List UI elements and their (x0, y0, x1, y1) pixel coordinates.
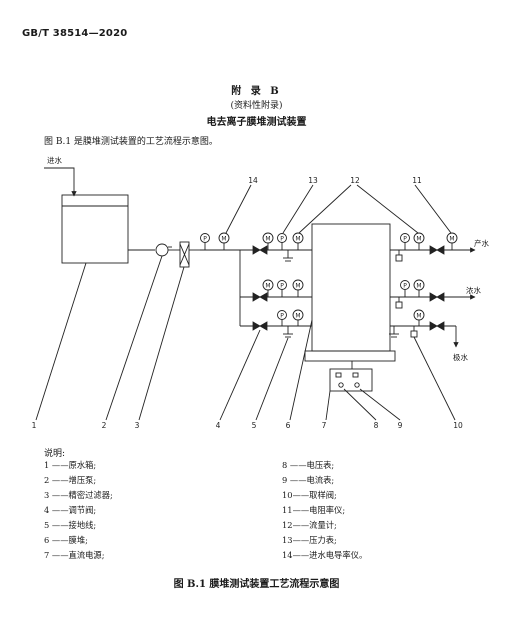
figure-caption: 图 B.1 膜堆测试装置工艺流程示意图 (173, 579, 340, 590)
callout-11: 11 (412, 176, 422, 185)
callout-8: 8 (374, 421, 379, 430)
legend-item: 6 ——膜堆; (44, 535, 88, 545)
booster-pump (155, 243, 169, 257)
legend-item: 12——流量计; (282, 520, 337, 530)
intro-text: 图 B.1 是膜堆测试装置的工艺流程示意图。 (44, 137, 218, 147)
dc-power-supply (329, 368, 373, 392)
legend-item: 1 ——原水箱; (44, 460, 97, 470)
appendix-name: 电去离子膜堆测试装置 (206, 117, 307, 128)
svg-text:M: M (221, 236, 226, 243)
legend-item: 8 ——电压表; (282, 460, 335, 470)
drain-label: 极水 (453, 352, 468, 362)
svg-text:M: M (265, 283, 270, 290)
inflow-label: 进水 (47, 155, 62, 165)
membrane-stack (311, 223, 391, 352)
svg-text:P: P (403, 283, 407, 290)
concentrate-label: 浓水 (466, 285, 481, 295)
standard-number: GB/T 38514—2020 (22, 28, 128, 39)
callout-13: 13 (308, 176, 318, 185)
callout-10: 10 (453, 421, 463, 430)
raw-water-tank (61, 194, 129, 264)
legend-item: 3 ——精密过滤器; (44, 490, 113, 500)
legend-item: 14——进水电导率仪。 (282, 550, 368, 560)
svg-text:M: M (295, 313, 300, 320)
callout-5: 5 (252, 421, 257, 430)
callout-4: 4 (216, 421, 221, 430)
callout-7: 7 (322, 421, 327, 430)
svg-text:P: P (403, 236, 407, 243)
svg-text:M: M (416, 313, 421, 320)
svg-text:M: M (265, 236, 270, 243)
callout-1: 1 (32, 421, 37, 430)
svg-text:M: M (449, 236, 454, 243)
product-label: 产水 (474, 238, 489, 248)
inflow-pipe (44, 167, 77, 197)
callout-9: 9 (398, 421, 403, 430)
legend-item: 9 ——电流表; (282, 475, 335, 485)
svg-text:M: M (416, 236, 421, 243)
svg-text:P: P (203, 236, 207, 243)
legend-item: 5 ——接地线; (44, 520, 97, 530)
legend-item: 2 ——增压泵; (44, 475, 97, 485)
appendix-title: 附 录 B (231, 86, 282, 97)
svg-text:P: P (280, 283, 284, 290)
legend-item: 7 ——直流电源; (44, 550, 105, 560)
callout-6: 6 (286, 421, 291, 430)
svg-text:M: M (416, 283, 421, 290)
svg-text:M: M (295, 283, 300, 290)
legend-item: 10——取样阀; (282, 490, 337, 500)
precision-filter (179, 241, 190, 268)
svg-text:M: M (295, 236, 300, 243)
callout-12: 12 (350, 176, 360, 185)
svg-text:P: P (280, 313, 284, 320)
callout-2: 2 (102, 421, 107, 430)
legend-item: 4 ——调节阀; (44, 505, 97, 515)
legend-item: 13——压力表; (282, 535, 337, 545)
legend-item: 11——电阻率仪; (282, 505, 346, 515)
legend-title: 说明: (44, 449, 66, 459)
svg-text:P: P (280, 236, 284, 243)
callout-14: 14 (248, 176, 258, 185)
callout-3: 3 (135, 421, 140, 430)
appendix-type: (资料性附录) (230, 101, 283, 111)
